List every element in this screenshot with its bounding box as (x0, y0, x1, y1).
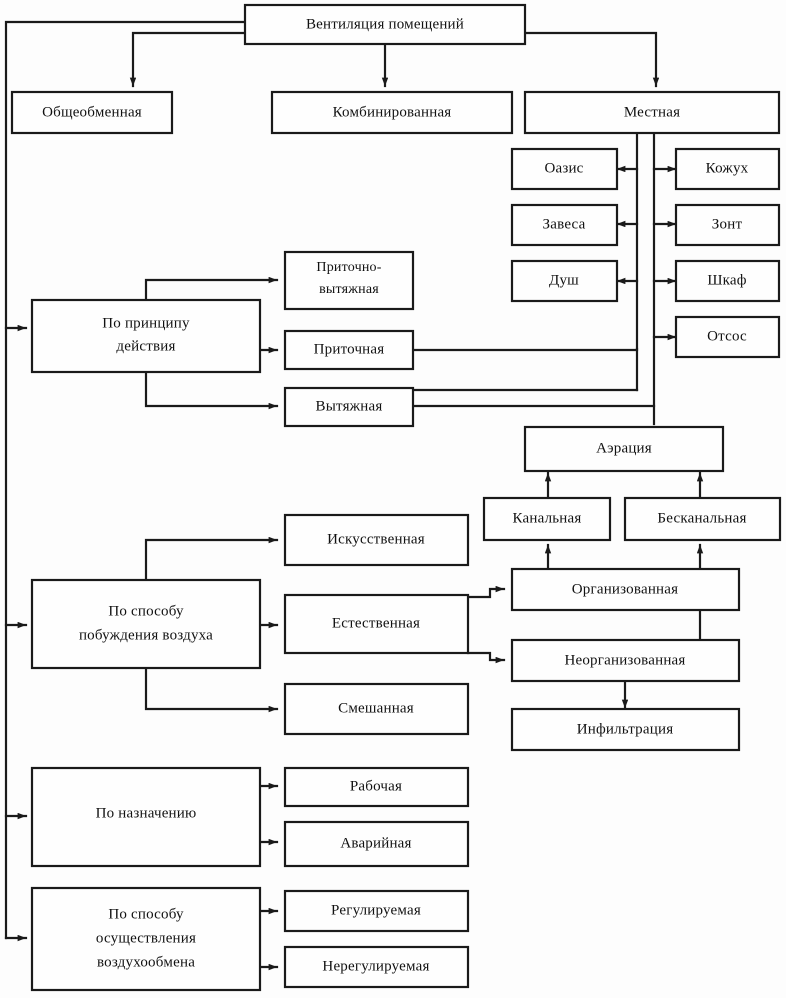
node-nereguliruemaya-label: Нерегулируемая (322, 958, 429, 974)
node-estestvennaya[interactable]: Естественная (283, 593, 470, 655)
node-mestnaya[interactable]: Местная (523, 90, 781, 135)
node-neorganizovannaya-label: Неорганизованная (564, 652, 685, 668)
node-avariynaya-label: Аварийная (340, 835, 411, 851)
node-shkaf[interactable]: Шкаф (674, 259, 781, 303)
node-mestnaya-label: Местная (624, 104, 680, 120)
node-shkaf-label: Шкаф (707, 272, 746, 288)
node-infiltratsiya-label: Инфильтрация (577, 721, 674, 737)
node-neorganizovannaya[interactable]: Неорганизованная (510, 638, 741, 683)
node-zont-label: Зонт (712, 216, 743, 232)
node-obshcheobmennaya[interactable]: Общеобменная (10, 90, 174, 135)
connector-pritochnaya-to-mestnaya-riser (411, 347, 639, 352)
node-po-naznacheniyu-label: По назначению (96, 805, 197, 821)
connector-princip-to-vytyazhnaya (144, 370, 279, 410)
node-dush-label: Душ (549, 272, 579, 288)
node-po-sposobu-osushchestvleniya-label-line3: воздухообмена (97, 954, 195, 970)
node-zavesa[interactable]: Завеса (510, 203, 619, 247)
node-kozhukh[interactable]: Кожух (674, 147, 781, 191)
connector-pobuzhdenie-to-smeshannaya (144, 666, 279, 713)
node-pritochno-vytyazhnaya[interactable]: Приточно- вытяжная (283, 250, 415, 311)
node-iskusstvennaya-label: Искусственная (327, 531, 425, 547)
node-smeshannaya[interactable]: Смешанная (283, 682, 470, 736)
node-obshcheobmennaya-label: Общеобменная (42, 104, 142, 120)
connector-estestvennaya-to-neorganizovannaya (466, 651, 506, 664)
node-beskanalnaya[interactable]: Бесканальная (623, 496, 782, 542)
node-po-sposobu-pobuzhdeniya-label-line1: По способу (108, 603, 184, 619)
node-zavesa-label: Завеса (543, 216, 586, 232)
node-reguliruemaya-label: Регулируемая (331, 902, 421, 918)
connector-root-to-left-spine (4, 20, 247, 940)
node-po-sposobu-osushchestvleniya-vozdukhoobmena[interactable]: По способу осуществления воздухообмена (30, 886, 262, 992)
connector-princip-to-pritochno-vytyazhnaya (144, 276, 279, 302)
node-rabochaya-label: Рабочая (350, 778, 402, 794)
node-po-principu-deystviya-label-line1: По принципу (102, 315, 190, 331)
node-po-sposobu-pobuzhdeniya-vozdukha[interactable]: По способу побуждения воздуха (30, 578, 262, 670)
node-po-sposobu-pobuzhdeniya-label-line2: побуждения воздуха (79, 627, 213, 643)
node-vytyazhnaya-label: Вытяжная (316, 398, 383, 414)
node-pritochno-vytyazhnaya-label-line1: Приточно- (316, 260, 381, 275)
node-otsos[interactable]: Отсос (674, 315, 781, 359)
node-iskusstvennaya[interactable]: Искусственная (283, 513, 470, 567)
node-rabochaya[interactable]: Рабочая (283, 766, 470, 808)
node-po-sposobu-osushchestvleniya-label-line2: осуществления (96, 930, 196, 946)
node-dush[interactable]: Душ (510, 259, 619, 303)
node-infiltratsiya[interactable]: Инфильтрация (510, 707, 741, 752)
node-beskanalnaya-label: Бесканальная (657, 510, 746, 526)
connector-root-to-mestnaya (523, 31, 660, 88)
node-root-label: Вентиляция помещений (306, 16, 464, 32)
connector-estestvennaya-to-organizovannaya (466, 585, 506, 599)
node-pritochnaya[interactable]: Приточная (283, 329, 415, 371)
node-otsos-label: Отсос (707, 328, 747, 344)
node-organizovannaya-label: Организованная (572, 581, 679, 597)
node-organizovannaya[interactable]: Организованная (510, 567, 741, 612)
node-aeratsiya-label: Аэрация (596, 440, 652, 456)
node-kombinirovannaya-label: Комбинированная (333, 104, 452, 120)
node-pritochnaya-label: Приточная (314, 341, 385, 357)
node-avariynaya[interactable]: Аварийная (283, 820, 470, 868)
node-kanalnaya-label: Канальная (513, 510, 582, 526)
node-nereguliruemaya[interactable]: Нерегулируемая (283, 945, 470, 989)
node-kombinirovannaya[interactable]: Комбинированная (270, 90, 514, 135)
node-vytyazhnaya[interactable]: Вытяжная (283, 386, 415, 428)
node-root[interactable]: Вентиляция помещений (243, 3, 527, 46)
node-reguliruemaya[interactable]: Регулируемая (283, 889, 470, 933)
node-zont[interactable]: Зонт (674, 203, 781, 247)
node-smeshannaya-label: Смешанная (338, 700, 414, 716)
node-po-principu-deystviya-label-line2: действия (116, 338, 175, 354)
node-oazis[interactable]: Оазис (510, 147, 619, 191)
node-kozhukh-label: Кожух (706, 160, 749, 176)
node-oazis-label: Оазис (544, 160, 583, 176)
node-po-naznacheniyu[interactable]: По назначению (30, 766, 262, 868)
node-po-sposobu-osushchestvleniya-label-line1: По способу (108, 906, 184, 922)
node-pritochno-vytyazhnaya-label-line2: вытяжная (319, 282, 379, 297)
connector-layer (4, 20, 704, 971)
node-estestvennaya-label: Естественная (332, 615, 420, 631)
node-po-principu-deystviya[interactable]: По принципу действия (30, 298, 262, 374)
connector-pobuzhdenie-to-iskusstvennaya (144, 536, 279, 582)
node-aeratsiya[interactable]: Аэрация (523, 425, 725, 473)
connector-root-to-obshcheobmennaya (129, 31, 247, 88)
node-kanalnaya[interactable]: Канальная (482, 496, 612, 542)
